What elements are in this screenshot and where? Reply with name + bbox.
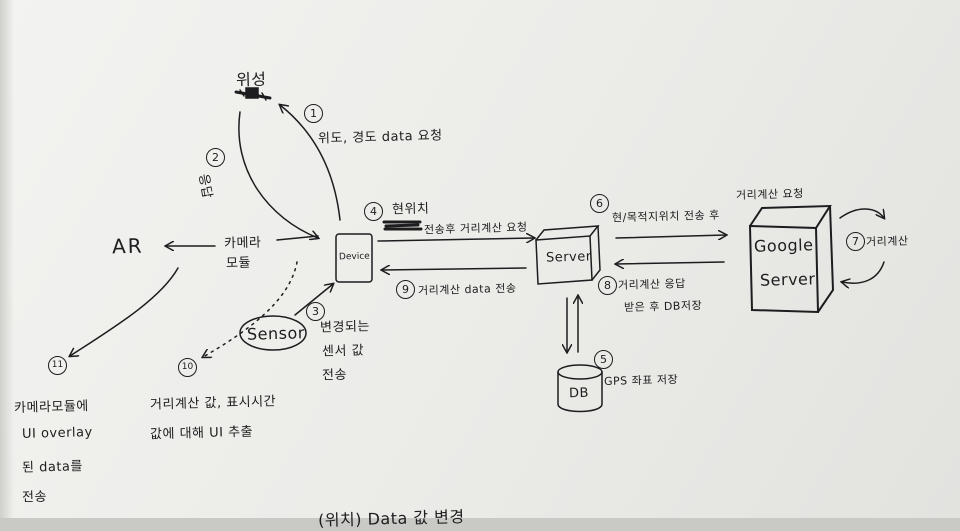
- step-4-top: 현위치: [391, 201, 430, 218]
- step-11-badge: 11: [48, 356, 67, 375]
- step-6-top: 거리계산 요청: [735, 187, 804, 202]
- step-9-badge: 9: [396, 280, 415, 299]
- satellite-icon: [234, 87, 272, 101]
- step-3-line-3: 전송: [321, 367, 348, 384]
- google-server-label: Server: [759, 269, 816, 290]
- loop-arrow-top: [839, 208, 884, 218]
- step-10-badge: 10: [178, 358, 197, 377]
- arrow-google-to-server: [616, 262, 725, 264]
- step-1-badge: 1: [304, 104, 323, 123]
- arrow-device-to-camera: [276, 235, 319, 241]
- step-3-line-2: 센서 값: [321, 343, 365, 360]
- step-4-badge: 4: [364, 202, 383, 221]
- arrow-response-to-device: [238, 111, 318, 238]
- paper-edge-shadow: [0, 0, 14, 518]
- diagram-drawing: [0, 87, 960, 413]
- paper-sheet: [0, 0, 960, 518]
- arrow-sensor-to-device: [294, 284, 333, 316]
- step-4-text: 전송후 거리계산 요청: [423, 220, 528, 237]
- google-label: Google: [753, 235, 814, 256]
- satellite-label: 위성: [235, 69, 267, 90]
- step-2-text: 응답: [195, 172, 215, 200]
- step-3-line-1: 변경되는: [319, 319, 371, 336]
- step-11-line-1: 카메라모듈에: [13, 399, 90, 416]
- step-3-badge: 3: [306, 302, 325, 321]
- step-7-text: 거리계산: [865, 234, 909, 249]
- loop-arrow-bottom: [842, 261, 885, 283]
- step-10-line-1: 거리계산 값, 표시시간: [149, 394, 277, 413]
- arrow-device-to-server: [377, 238, 534, 241]
- step-8-badge: 8: [598, 276, 617, 295]
- step-11-line-4: 전송: [21, 489, 48, 506]
- camera-module-label-2: 모듈: [225, 255, 252, 272]
- camera-module-label-1: 카메라: [223, 235, 262, 252]
- arrow-request-to-satellite: [280, 105, 341, 221]
- step-5-badge: 5: [594, 350, 613, 369]
- step-1-text: 위도, 경도 data 요청: [317, 128, 443, 147]
- step-8-line-2: 받은 후 DB저장: [623, 298, 703, 315]
- db-label: DB: [568, 385, 590, 402]
- step-7-badge: 7: [846, 232, 865, 251]
- step-9-text: 거리계산 data 전송: [417, 281, 517, 298]
- scribble-mark: [382, 220, 423, 231]
- step-11-line-3: 된 data를: [21, 459, 84, 476]
- google-server-box: [748, 204, 835, 314]
- arrow-server-to-device: [382, 268, 527, 270]
- device-box: [335, 233, 373, 283]
- arrow-dotted-to-ui: [203, 261, 298, 357]
- sensor-label: Sensor: [246, 323, 306, 344]
- step-6-badge: 6: [590, 194, 609, 213]
- device-label: Device: [338, 251, 370, 263]
- arrow-ar-to-overlay: [70, 267, 179, 356]
- server-label: Server: [545, 249, 592, 266]
- server-box: [535, 225, 601, 285]
- bottom-note: (위치) Data 값 변경: [317, 507, 465, 530]
- step-11-line-2: UI overlay: [21, 425, 93, 442]
- step-8-line-1: 거리계산 응답: [617, 277, 686, 292]
- db-cylinder: [557, 364, 603, 413]
- step-10-line-2: 값에 대해 UI 추출: [149, 424, 254, 443]
- step-5-text: GPS 좌표 저장: [603, 373, 679, 388]
- step-2-badge: 2: [206, 148, 225, 167]
- ar-label: AR: [111, 233, 144, 259]
- step-6-text: 현/목적지위치 전송 후: [611, 208, 720, 225]
- arrow-server-to-google: [615, 235, 726, 238]
